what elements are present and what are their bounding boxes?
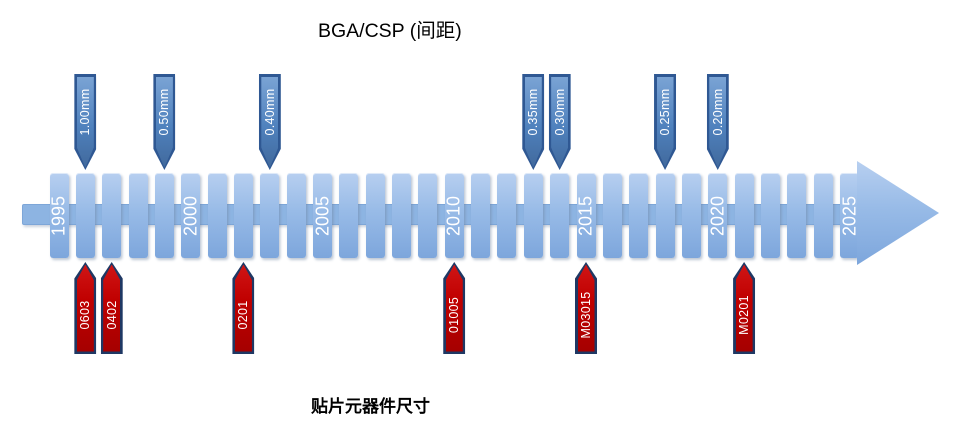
chart-title: BGA/CSP (间距) <box>318 20 462 42</box>
pitch-marker-label: 0.25mm <box>658 88 673 136</box>
timeline-bar-1996 <box>75 173 95 258</box>
component-marker-M03015: M03015 <box>575 262 597 354</box>
pitch-marker-0.20mm: 0.20mm <box>706 74 729 170</box>
pitch-marker-label: 0.30mm <box>552 88 567 136</box>
component-marker-label: M0201 <box>737 295 752 335</box>
timeline-bar-2019 <box>681 173 701 258</box>
component-marker-0201: 0201 <box>232 262 255 354</box>
timeline-bar-2016 <box>602 173 622 258</box>
timeline-bar-2007 <box>365 173 385 258</box>
timeline-bar-2003 <box>260 173 280 258</box>
component-marker-01005: 01005 <box>443 262 466 354</box>
bottom-axis-title: 贴片元器件尺寸 <box>311 397 430 416</box>
pitch-marker-label: 1.00mm <box>78 88 93 136</box>
timeline-bar-2002 <box>233 173 253 258</box>
pitch-marker-body: 0.30mm <box>551 76 569 168</box>
timeline-bar-2021 <box>734 173 754 258</box>
timeline-bar-2025: 2025 <box>839 173 859 258</box>
timeline-bar-1995: 1995 <box>48 173 69 258</box>
component-marker-body: 0603 <box>76 264 94 352</box>
year-label: 2005 <box>312 195 332 236</box>
timeline-bar-2006 <box>339 173 359 258</box>
pitch-marker-body: 0.35mm <box>524 76 542 168</box>
timeline-bar-2009 <box>418 173 438 258</box>
pitch-marker-0.35mm: 0.35mm <box>522 74 545 170</box>
timeline-bar-2020: 2020 <box>707 173 728 258</box>
timeline-bar-2024 <box>813 173 833 258</box>
component-marker-label: 0402 <box>104 300 119 330</box>
pitch-marker-body: 1.00mm <box>76 76 94 168</box>
timeline-arrow-head <box>857 161 939 265</box>
component-marker-body: M0201 <box>735 264 753 352</box>
pitch-marker-body: 0.40mm <box>261 76 279 168</box>
pitch-marker-0.25mm: 0.25mm <box>654 74 677 170</box>
timeline-bar-2022 <box>760 173 780 258</box>
timeline-bar-2023 <box>787 173 807 258</box>
pitch-marker-0.40mm: 0.40mm <box>258 74 281 170</box>
pitch-marker-body: 0.25mm <box>656 76 674 168</box>
component-marker-M0201: M0201 <box>733 262 756 354</box>
pitch-marker-1.00mm: 1.00mm <box>74 74 97 170</box>
timeline-bar-2000: 2000 <box>180 173 201 258</box>
component-marker-0402: 0402 <box>100 262 123 354</box>
timeline-bar-1998 <box>128 173 148 258</box>
pitch-marker-body: 0.50mm <box>155 76 173 168</box>
component-marker-body: 0402 <box>103 264 121 352</box>
pitch-marker-label: 0.35mm <box>526 88 541 136</box>
component-marker-body: 01005 <box>445 264 463 352</box>
component-marker-label: 0603 <box>78 300 93 330</box>
pitch-marker-0.30mm: 0.30mm <box>548 74 571 170</box>
year-label: 2000 <box>180 195 201 236</box>
component-marker-body: M03015 <box>577 264 595 352</box>
year-label: 1995 <box>48 195 69 236</box>
pitch-marker-label: 0.20mm <box>710 88 725 136</box>
component-marker-label: 01005 <box>447 296 462 334</box>
timeline-bar-2018 <box>655 173 675 258</box>
timeline-bar-2005: 2005 <box>312 173 332 258</box>
timeline-bar-2008 <box>392 173 412 258</box>
timeline-bar-2017 <box>629 173 649 258</box>
timeline-bar-2012 <box>497 173 517 258</box>
pitch-marker-body: 0.20mm <box>709 76 727 168</box>
component-marker-label: M03015 <box>579 291 593 339</box>
timeline-bar-2011 <box>471 173 491 258</box>
timeline-bar-2014 <box>550 173 570 258</box>
component-marker-label: 0201 <box>236 300 251 330</box>
year-label: 2025 <box>839 195 859 236</box>
component-marker-0603: 0603 <box>74 262 97 354</box>
timeline-bar-1999 <box>154 173 174 258</box>
timeline-bar-2010: 2010 <box>443 173 464 258</box>
year-label: 2020 <box>707 195 728 236</box>
timeline-bar-2004 <box>286 173 306 258</box>
timeline-bar-1997 <box>102 173 122 258</box>
year-label: 2010 <box>443 195 464 236</box>
component-marker-body: 0201 <box>234 264 252 352</box>
timeline-bar-2013 <box>523 173 543 258</box>
year-label: 2015 <box>575 195 596 236</box>
pitch-marker-label: 0.40mm <box>262 88 277 136</box>
timeline-bar-2001 <box>207 173 227 258</box>
timeline-bar-2015: 2015 <box>575 173 596 258</box>
pitch-marker-label: 0.50mm <box>157 88 172 136</box>
pitch-marker-0.50mm: 0.50mm <box>153 74 176 170</box>
